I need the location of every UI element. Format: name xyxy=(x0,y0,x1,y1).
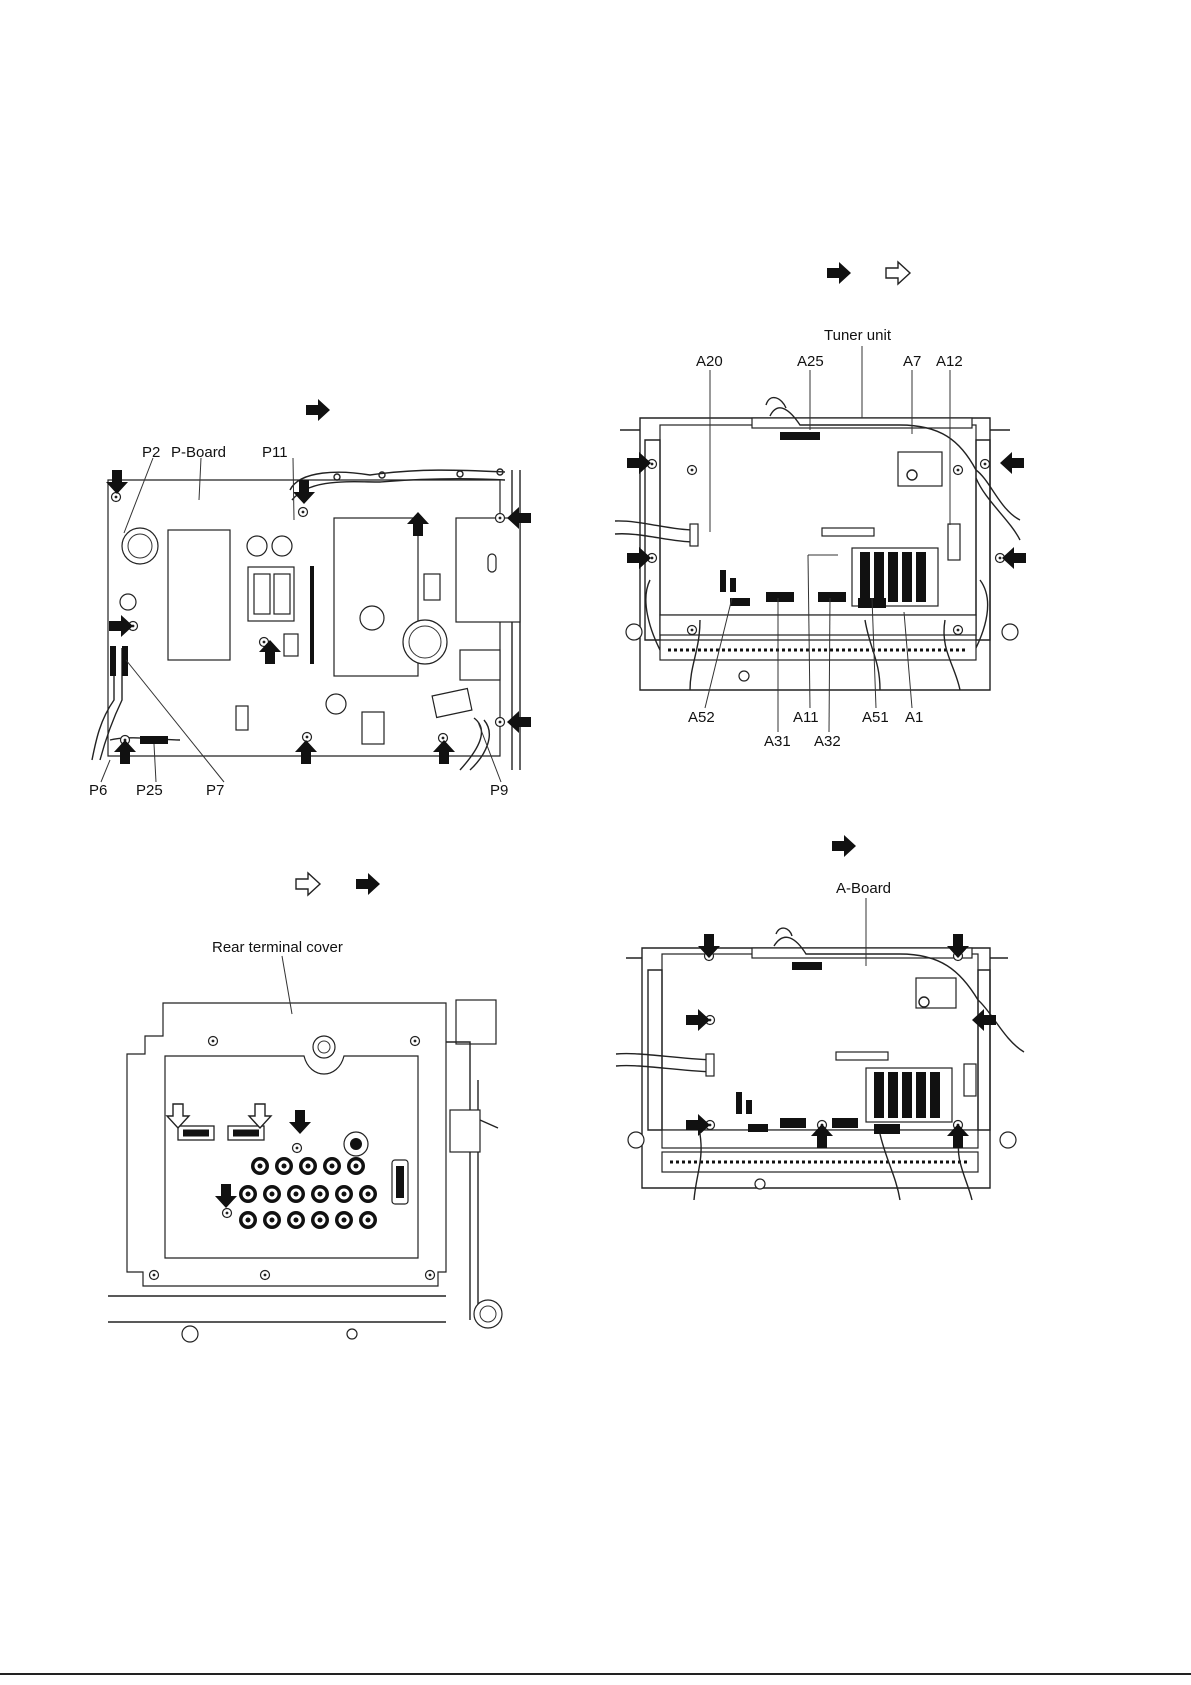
solid-arrow-icon xyxy=(627,452,651,474)
callout-a51: A51 xyxy=(862,709,889,726)
callout-tuner-unit: Tuner unit xyxy=(824,327,892,344)
callout-p2: P2 xyxy=(142,444,160,461)
callout-a25: A25 xyxy=(797,353,824,370)
tuner-unit-diagram: Tuner unit A20 A25 A7 A12 A52 A11 A51 A1… xyxy=(615,262,1026,750)
solid-arrow-icon xyxy=(1002,547,1026,569)
callout-a31: A31 xyxy=(764,733,791,750)
solid-arrow-icon xyxy=(827,262,851,284)
solid-arrow-icon xyxy=(1000,452,1024,474)
hdmi-port xyxy=(228,1126,264,1140)
p-board-diagram: P2 P-Board P11 P6 P25 P7 P9 xyxy=(89,399,531,799)
hdmi-port xyxy=(178,1126,214,1140)
callout-a12: A12 xyxy=(936,353,963,370)
callout-p-board: P-Board xyxy=(171,444,226,461)
rear-terminal-cover-diagram: Rear terminal cover xyxy=(108,873,502,1342)
jack-panel xyxy=(852,548,938,606)
a-board-diagram: A-Board xyxy=(616,835,1024,1200)
solid-arrow-icon xyxy=(832,835,856,857)
solid-arrow-icon xyxy=(306,399,330,421)
callout-p9: P9 xyxy=(490,782,508,799)
callout-a52: A52 xyxy=(688,709,715,726)
callout-p7: P7 xyxy=(206,782,224,799)
callout-a32: A32 xyxy=(814,733,841,750)
solid-arrow-icon xyxy=(627,547,651,569)
jack-panel-2 xyxy=(866,1068,952,1122)
callout-p6: P6 xyxy=(89,782,107,799)
solid-arrow-icon xyxy=(507,711,531,733)
callout-p25: P25 xyxy=(136,782,163,799)
callout-a11: A11 xyxy=(793,709,819,726)
callout-a7: A7 xyxy=(903,353,921,370)
callout-a20: A20 xyxy=(696,353,723,370)
callout-a1: A1 xyxy=(905,709,923,726)
solid-arrow-icon xyxy=(356,873,380,895)
callout-a-board: A-Board xyxy=(836,880,891,897)
hollow-arrow-icon xyxy=(296,873,320,895)
callout-p11: P11 xyxy=(262,444,288,461)
callout-rear-terminal-cover: Rear terminal cover xyxy=(212,939,343,956)
hollow-arrow-icon xyxy=(886,262,910,284)
